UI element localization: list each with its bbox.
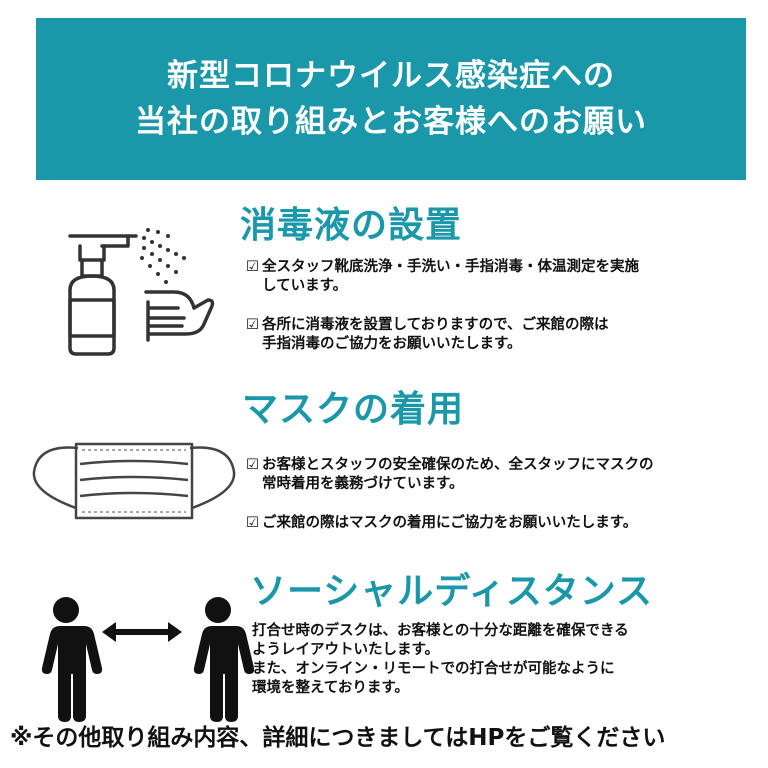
two-people-distance-icon [41, 597, 255, 722]
item-text-line: お客様とスタッフの安全確保のため、全スタッフにマスクの [262, 457, 654, 473]
checkbox-icon: ☑ [246, 457, 259, 473]
sanitizer-item-2: ☑ 各所に消毒液を設置しておりますので、ご来館の際は 手指消毒のご協力をお願いい… [246, 316, 756, 354]
banner-title-line2: 当社の取り組みとお客様へのお願い [135, 104, 647, 140]
footer-note: ※その他取り組み内容、詳細につきましてはHPをご覧ください [10, 725, 666, 751]
section-heading-sanitizer: 消毒液の設置 [240, 205, 463, 246]
checkbox-icon: ☑ [246, 317, 259, 333]
sanitizer-spray-hand-icon [68, 228, 215, 356]
checkbox-icon: ☑ [246, 259, 259, 275]
item-text-line: 全スタッフ靴底洗浄・手洗い・手指消毒・体温測定を実施 [262, 259, 639, 275]
title-banner: 新型コロナウイルス感染症への 当社の取り組みとお客様へのお願い [36, 18, 746, 180]
sanitizer-item-1: ☑ 全スタッフ靴底洗浄・手洗い・手指消毒・体温測定を実施 しています。 [246, 258, 756, 296]
checkbox-icon: ☑ [246, 515, 259, 531]
distance-text-line: ようレイアウトいたします。 [252, 642, 440, 658]
distance-text-line: また、オンライン・リモートでの打合せが可能なように [252, 661, 615, 677]
mask-item-1: ☑ お客様とスタッフの安全確保のため、全スタッフにマスクの 常時着用を義務づけて… [246, 456, 756, 494]
distance-paragraph: 打合せ時のデスクは、お客様との十分な距離を確保できる ようレイアウトいたします。… [252, 622, 752, 698]
item-text-line: しています。 [262, 278, 348, 294]
face-mask-icon [32, 442, 236, 520]
banner-title-line1: 新型コロナウイルス感染症への [167, 58, 615, 94]
distance-text-line: 打合せ時のデスクは、お客様との十分な距離を確保できる [252, 623, 629, 639]
item-text-line: 手指消毒のご協力をお願いいたします。 [262, 336, 522, 352]
section-heading-mask: マスクの着用 [242, 389, 465, 430]
item-text-line: 各所に消毒液を設置しておりますので、ご来館の際は [262, 317, 609, 333]
item-text-line: ご来館の際はマスクの着用にご協力をお願いいたします。 [262, 515, 638, 531]
mask-item-2: ☑ ご来館の際はマスクの着用にご協力をお願いいたします。 [246, 514, 756, 533]
section-heading-distance: ソーシャルディスタンス [250, 571, 654, 612]
item-text-line: 常時着用を義務づけています。 [262, 476, 464, 492]
distance-text-line: 環境を整えております。 [252, 680, 409, 696]
